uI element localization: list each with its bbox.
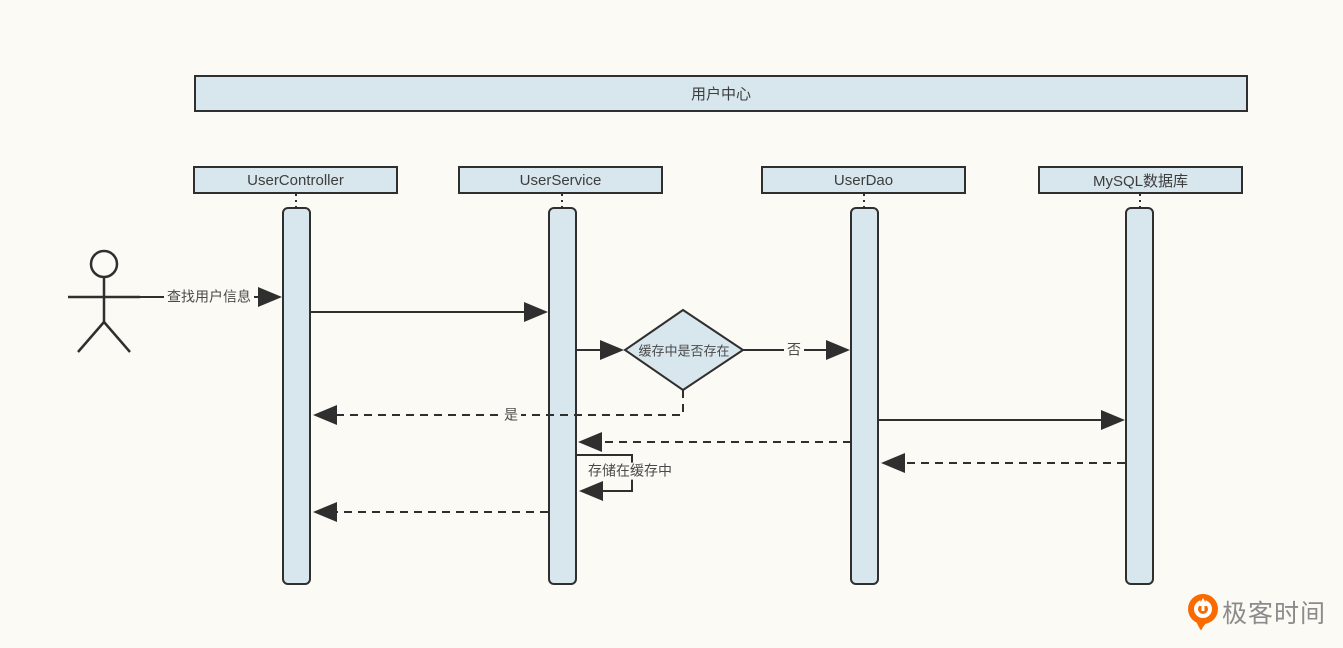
activation-bar-userservice: [548, 207, 577, 585]
msg-label-no: 否: [784, 341, 804, 359]
header-bar-connectors: [295, 194, 1141, 207]
geektime-logo: 极客时间: [1186, 593, 1326, 631]
participant-usercontroller: UserController: [193, 166, 398, 194]
geektime-logo-icon: [1188, 594, 1218, 631]
msg-label-find-user: 查找用户信息: [164, 288, 254, 306]
actor-icon: [68, 249, 140, 353]
participant-userservice: UserService: [458, 166, 663, 194]
activation-bar-usercontroller: [282, 207, 311, 585]
participant-label: UserService: [519, 171, 602, 189]
msg-label-store-in-cache: 存储在缓存中: [585, 462, 675, 480]
geektime-logo-text: 极客时间: [1222, 600, 1327, 628]
participant-label: UserController: [247, 171, 344, 189]
activation-bar-userdao: [850, 207, 879, 585]
diagram-title-bar: 用户中心: [194, 75, 1248, 112]
participant-mysql-db: MySQL数据库: [1038, 166, 1243, 194]
diagram-title: 用户中心: [690, 86, 751, 103]
decision-label: 缓存中是否存在: [638, 343, 730, 359]
msg-label-yes: 是: [501, 406, 521, 424]
msg-decision-yes-return: [313, 390, 684, 425]
participant-userdao: UserDao: [761, 166, 966, 194]
participant-label: MySQL数据库: [1092, 172, 1188, 190]
activation-bar-mysql-db: [1125, 207, 1154, 585]
participant-label: UserDao: [833, 171, 894, 189]
